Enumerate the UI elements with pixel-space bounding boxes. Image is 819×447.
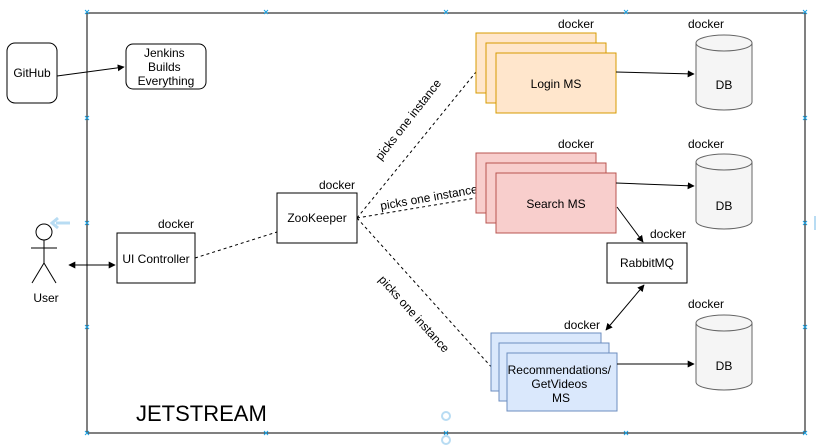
- github-label: GitHub: [13, 66, 51, 80]
- ui-controller-docker-label: docker: [158, 217, 194, 231]
- search-ms-label: Search MS: [526, 197, 585, 211]
- db2-cylinder[interactable]: [695, 153, 753, 230]
- rabbitmq-reco-arrow[interactable]: [605, 284, 645, 331]
- zookeeper-node[interactable]: [276, 192, 358, 244]
- user-actor-icon[interactable]: [31, 223, 57, 284]
- picks-reco-label: picks one instance: [376, 273, 453, 356]
- db2-docker-label: docker: [688, 137, 724, 151]
- db1-cylinder[interactable]: [695, 34, 753, 111]
- zookeeper-docker-label: docker: [319, 178, 355, 192]
- jenkins-label: Jenkins Builds Everything: [138, 46, 195, 88]
- db1-docker-label: docker: [688, 17, 724, 31]
- reco-docker-label: docker: [564, 318, 600, 332]
- login-to-db-arrow[interactable]: [615, 70, 695, 78]
- db1-label: DB: [716, 78, 733, 92]
- rabbitmq-label: RabbitMQ: [620, 256, 674, 270]
- zk-to-login-link[interactable]: [356, 71, 477, 219]
- search-ms-stack[interactable]: [475, 152, 617, 234]
- search-docker-label: docker: [558, 137, 594, 151]
- login-docker-label: docker: [558, 17, 594, 31]
- jenkins-node[interactable]: [125, 43, 207, 90]
- db3-cylinder[interactable]: [695, 314, 753, 391]
- db3-docker-label: docker: [688, 297, 724, 311]
- login-ms-stack[interactable]: [475, 32, 617, 114]
- rabbitmq-node[interactable]: [606, 242, 688, 284]
- login-ms-label: Login MS: [531, 77, 582, 91]
- search-to-rabbitmq-arrow[interactable]: [616, 206, 644, 243]
- zookeeper-label: ZooKeeper: [287, 211, 346, 225]
- db3-label: DB: [716, 359, 733, 373]
- picks-search-label: picks one instance: [379, 182, 479, 213]
- picks-login-label: picks one instance: [372, 76, 444, 163]
- github-node[interactable]: [6, 42, 58, 104]
- guide-markers: [49, 9, 816, 445]
- reco-ms-stack[interactable]: [490, 332, 618, 412]
- system-title: JETSTREAM: [136, 401, 267, 426]
- ui-to-zookeeper-link[interactable]: [194, 231, 278, 259]
- rabbitmq-docker-label: docker: [650, 227, 686, 241]
- ui-controller-node[interactable]: [116, 232, 196, 284]
- zk-to-search-link[interactable]: [356, 197, 477, 219]
- github-to-jenkins-arrow[interactable]: [56, 64, 125, 77]
- search-to-db-arrow[interactable]: [615, 182, 695, 190]
- ui-controller-label: UI Controller: [122, 252, 189, 266]
- db2-label: DB: [716, 199, 733, 213]
- reco-ms-label: Recommendations/ GetVideos MS: [508, 363, 615, 405]
- zk-to-reco-link[interactable]: [356, 217, 495, 371]
- user-label: User: [33, 291, 58, 305]
